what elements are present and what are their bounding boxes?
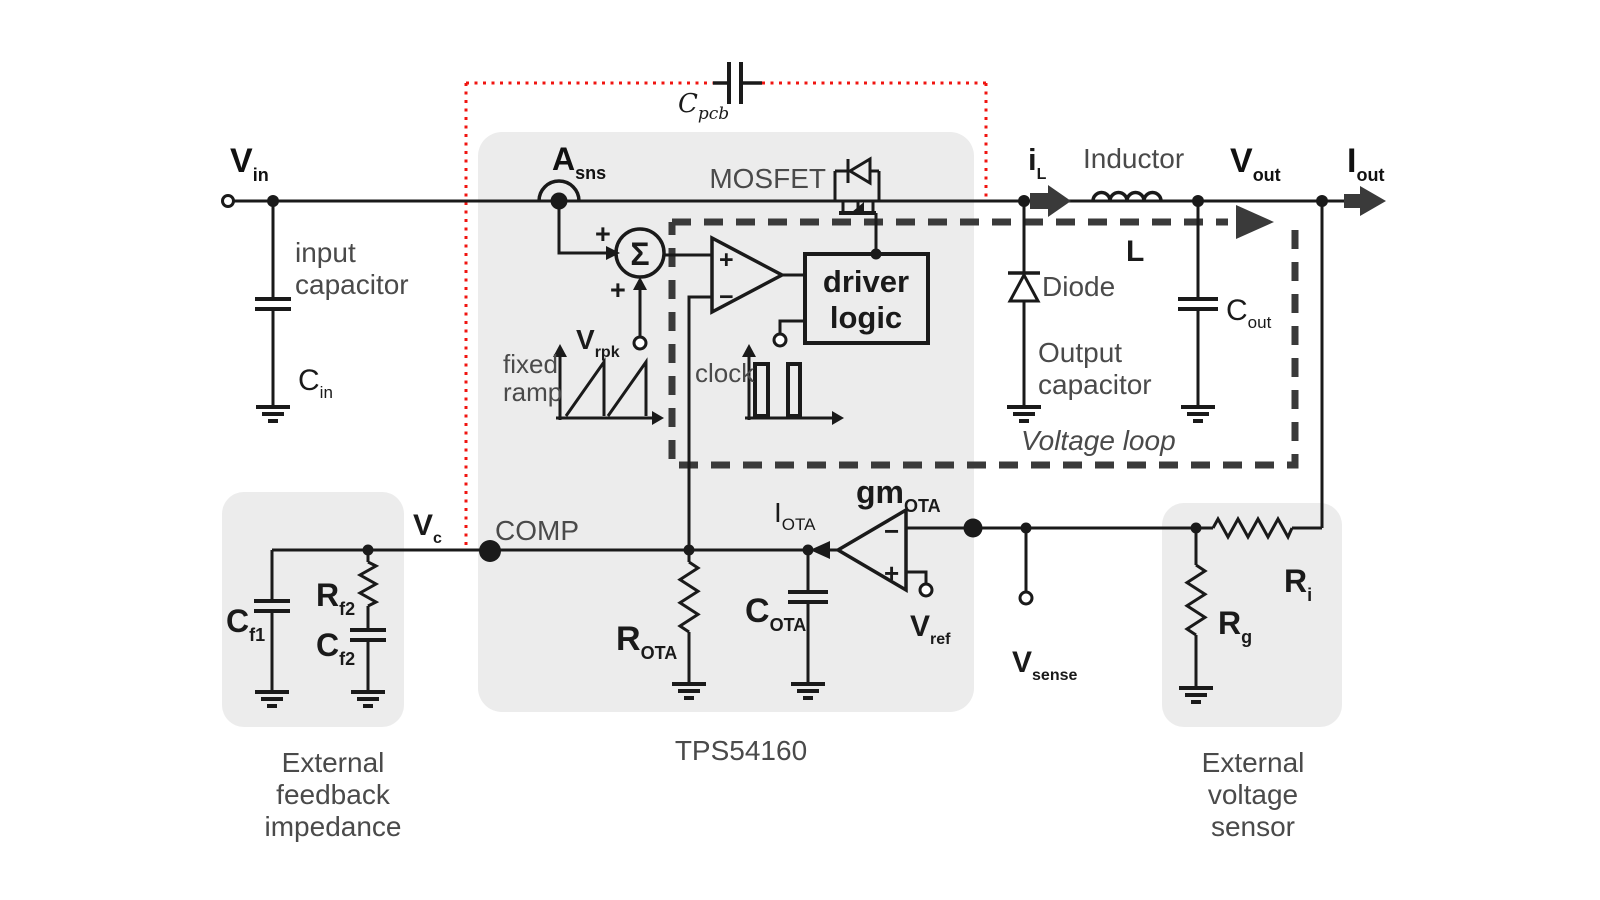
iout-arrow xyxy=(1344,186,1386,216)
parasitic-loop xyxy=(464,81,988,545)
ota-plus: + xyxy=(884,558,899,588)
ext-feedback-caption-1: External xyxy=(282,747,385,778)
comparator-plus: + xyxy=(719,246,734,274)
ext-sensor-caption-2: voltage xyxy=(1208,779,1298,810)
cpcb-capacitor xyxy=(713,62,762,104)
iota-arrow xyxy=(810,541,830,559)
mosfet xyxy=(833,156,881,215)
summing-node: Σ xyxy=(614,227,666,351)
iout-label: Iout xyxy=(1347,142,1384,185)
voltage-loop-label: Voltage loop xyxy=(1021,425,1176,456)
rf2-label: Rf2 xyxy=(316,577,355,619)
tps54160-label: TPS54160 xyxy=(675,735,807,766)
iota-label: IOTA xyxy=(774,497,816,534)
clock-terminal xyxy=(772,332,788,348)
cota-label: COTA xyxy=(745,592,806,635)
il-arrow xyxy=(1030,185,1071,217)
sum-plus-left: + xyxy=(595,219,611,249)
vsense-terminal xyxy=(1018,590,1034,606)
vc-label: Vc xyxy=(413,509,442,547)
vref-label: Vref xyxy=(910,610,951,648)
diode-branch xyxy=(1005,201,1043,423)
output-capacitor-caption-2: capacitor xyxy=(1038,369,1152,400)
input-capacitor xyxy=(254,195,292,423)
fixed-ramp-plot xyxy=(553,344,664,425)
rota-branch xyxy=(670,544,708,700)
input-capacitor-caption-1: input xyxy=(295,237,356,268)
rg-label: Rg xyxy=(1218,605,1252,647)
vsense-tap xyxy=(1018,522,1034,606)
ota-minus: − xyxy=(884,516,899,546)
ext-sensor-caption-1: External xyxy=(1202,747,1305,778)
ground-symbol xyxy=(1005,405,1043,423)
voltage-loop-arrow xyxy=(1236,205,1274,239)
cota-branch xyxy=(788,544,828,700)
rota-label: ROTA xyxy=(616,620,677,663)
sigma-glyph: Σ xyxy=(630,236,649,272)
cf1-label: Cf1 xyxy=(226,603,265,645)
cf2-label: Cf2 xyxy=(316,627,355,669)
comparator-minus: − xyxy=(719,283,734,311)
tps54160-block xyxy=(478,132,974,712)
mosfet-arrow xyxy=(852,202,864,212)
rf2-resistor xyxy=(356,560,380,608)
vout-label: Vout xyxy=(1230,142,1281,185)
sum-bottom-arrow xyxy=(633,277,647,290)
rf2-cf2-branch xyxy=(349,544,387,708)
clock-caption: clock xyxy=(695,358,755,388)
ota-amplifier: − + xyxy=(810,506,1195,598)
diode-caption: Diode xyxy=(1042,271,1115,302)
output-capacitor xyxy=(1178,195,1218,423)
feedback-node xyxy=(963,518,983,538)
external-voltage-sensor-block xyxy=(1162,503,1342,727)
vin-label: Vin xyxy=(230,142,269,185)
cf1-branch xyxy=(253,550,291,708)
driver-logic-text-2: logic xyxy=(830,300,902,335)
ri-resistor xyxy=(1190,515,1322,541)
diode-symbol xyxy=(1007,271,1041,303)
power-rail xyxy=(221,194,1344,208)
vrpk-terminal xyxy=(632,335,648,351)
cin-label: Cin xyxy=(298,364,333,402)
comp-label: COMP xyxy=(495,515,579,546)
asns-current-sense xyxy=(537,179,620,260)
ext-feedback-caption-2: feedback xyxy=(276,779,391,810)
sum-input-arrow xyxy=(606,246,620,260)
rg-branch xyxy=(1177,528,1215,704)
ext-sensor-caption-3: sensor xyxy=(1211,811,1295,842)
cpcb-label: Cpcb xyxy=(678,89,729,124)
output-capacitor-caption-1: Output xyxy=(1038,337,1122,368)
inductor-caption: Inductor xyxy=(1083,143,1184,174)
sum-plus-bottom: + xyxy=(610,275,626,305)
rg-resistor xyxy=(1184,563,1208,637)
clock-plot xyxy=(742,344,844,425)
vrpk-label: Vrpk xyxy=(576,324,620,361)
vsense-label: Vsense xyxy=(1012,646,1077,684)
pwm-comparator: + − xyxy=(664,235,805,548)
il-label: iL xyxy=(1028,142,1047,183)
driver-logic-text-1: driver xyxy=(823,264,909,299)
vin-terminal xyxy=(221,194,235,208)
ext-feedback-caption-3: impedance xyxy=(265,811,402,842)
fixed-ramp-caption-1: fixed xyxy=(503,349,558,379)
ground-symbol xyxy=(1179,405,1217,423)
voltage-loop-outline xyxy=(668,205,1299,469)
ri-label: Ri xyxy=(1284,563,1312,605)
ground-symbol xyxy=(254,405,292,423)
comp-node xyxy=(479,540,501,562)
l-label: L xyxy=(1126,235,1144,268)
input-capacitor-caption-2: capacitor xyxy=(295,269,409,300)
cout-label: Cout xyxy=(1226,294,1272,332)
rota-resistor xyxy=(677,560,701,634)
driver-logic: driver logic xyxy=(772,213,930,348)
mosfet-label: MOSFET xyxy=(709,163,826,194)
gmota-label: gmOTA xyxy=(856,474,941,516)
fixed-ramp-caption-2: ramp xyxy=(503,377,562,407)
asns-label: Asns xyxy=(552,141,606,183)
vref-terminal xyxy=(918,582,934,598)
inductor xyxy=(1091,190,1163,202)
